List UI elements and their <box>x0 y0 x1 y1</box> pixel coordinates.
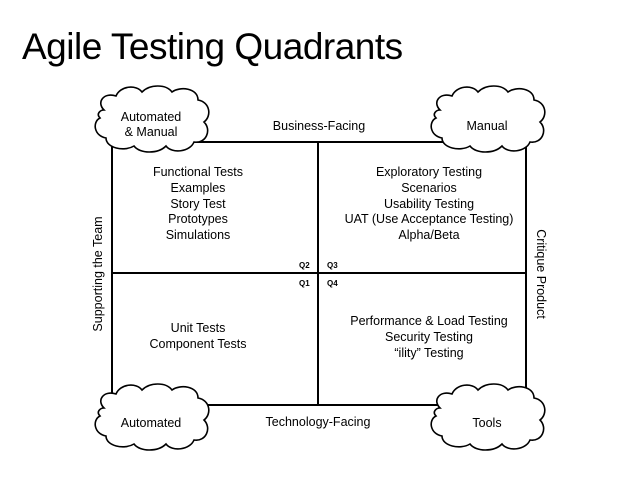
corner-top-left-label: Automated & Manual <box>110 110 192 140</box>
quadrant-q2-item: Prototypes <box>168 212 228 227</box>
corner-top-left-line-1: Automated <box>120 110 182 124</box>
quadrant-q4-item: Performance & Load Testing <box>350 314 508 328</box>
quadrant-q3-item: Usability Testing <box>383 196 475 211</box>
quadrant-q4-label: Q4 <box>327 279 338 288</box>
quadrant-q3-label: Q3 <box>327 261 338 270</box>
corner-bottom-left-label: Automated <box>120 416 182 430</box>
quadrant-q2-item: Simulations <box>165 228 231 243</box>
corner-top-right-label: Manual <box>466 119 508 133</box>
quadrant-q3-item: Scenarios <box>401 180 457 195</box>
axis-right-label: Critique Product <box>534 229 548 319</box>
cloud-shape-top-left <box>94 85 210 153</box>
quadrant-q3-items: Exploratory Testing Scenarios Usability … <box>324 165 534 244</box>
quadrant-q3-item: Alpha/Beta <box>398 228 460 243</box>
cloud-shape-top-right <box>430 85 546 153</box>
quadrant-q1-item: Component Tests <box>149 336 247 351</box>
quadrant-q2-items: Functional Tests Examples Story Test Pro… <box>120 165 276 244</box>
quadrant-q1-item: Unit Tests <box>170 321 226 335</box>
axis-top-label: Business-Facing <box>272 119 366 133</box>
quadrant-q2-label: Q2 <box>299 261 310 270</box>
quadrant-q1-label: Q1 <box>299 279 310 288</box>
quadrant-q2-item: Functional Tests <box>152 165 244 179</box>
cloud-shape-bottom-left <box>94 383 210 451</box>
page-title: Agile Testing Quadrants <box>22 26 403 67</box>
quadrant-q4-item: “ility” Testing <box>394 345 464 360</box>
corner-bottom-right-label: Tools <box>472 416 502 430</box>
axis-bottom-label: Technology-Facing <box>265 415 371 429</box>
quadrant-q2-item: Examples <box>170 180 226 195</box>
cloud-shape-bottom-right <box>430 383 546 451</box>
quadrant-q3-item: Exploratory Testing <box>375 165 483 179</box>
quadrant-q3-item: UAT (Use Acceptance Testing) <box>344 212 514 227</box>
quadrant-q1-items: Unit Tests Component Tests <box>120 321 276 353</box>
corner-top-left-line-2: & Manual <box>124 125 178 139</box>
axis-left-label: Supporting the Team <box>91 216 105 332</box>
quadrant-q4-items: Performance & Load Testing Security Test… <box>324 314 534 361</box>
quadrant-q2-item: Story Test <box>170 196 226 211</box>
quadrant-q4-item: Security Testing <box>384 329 473 344</box>
